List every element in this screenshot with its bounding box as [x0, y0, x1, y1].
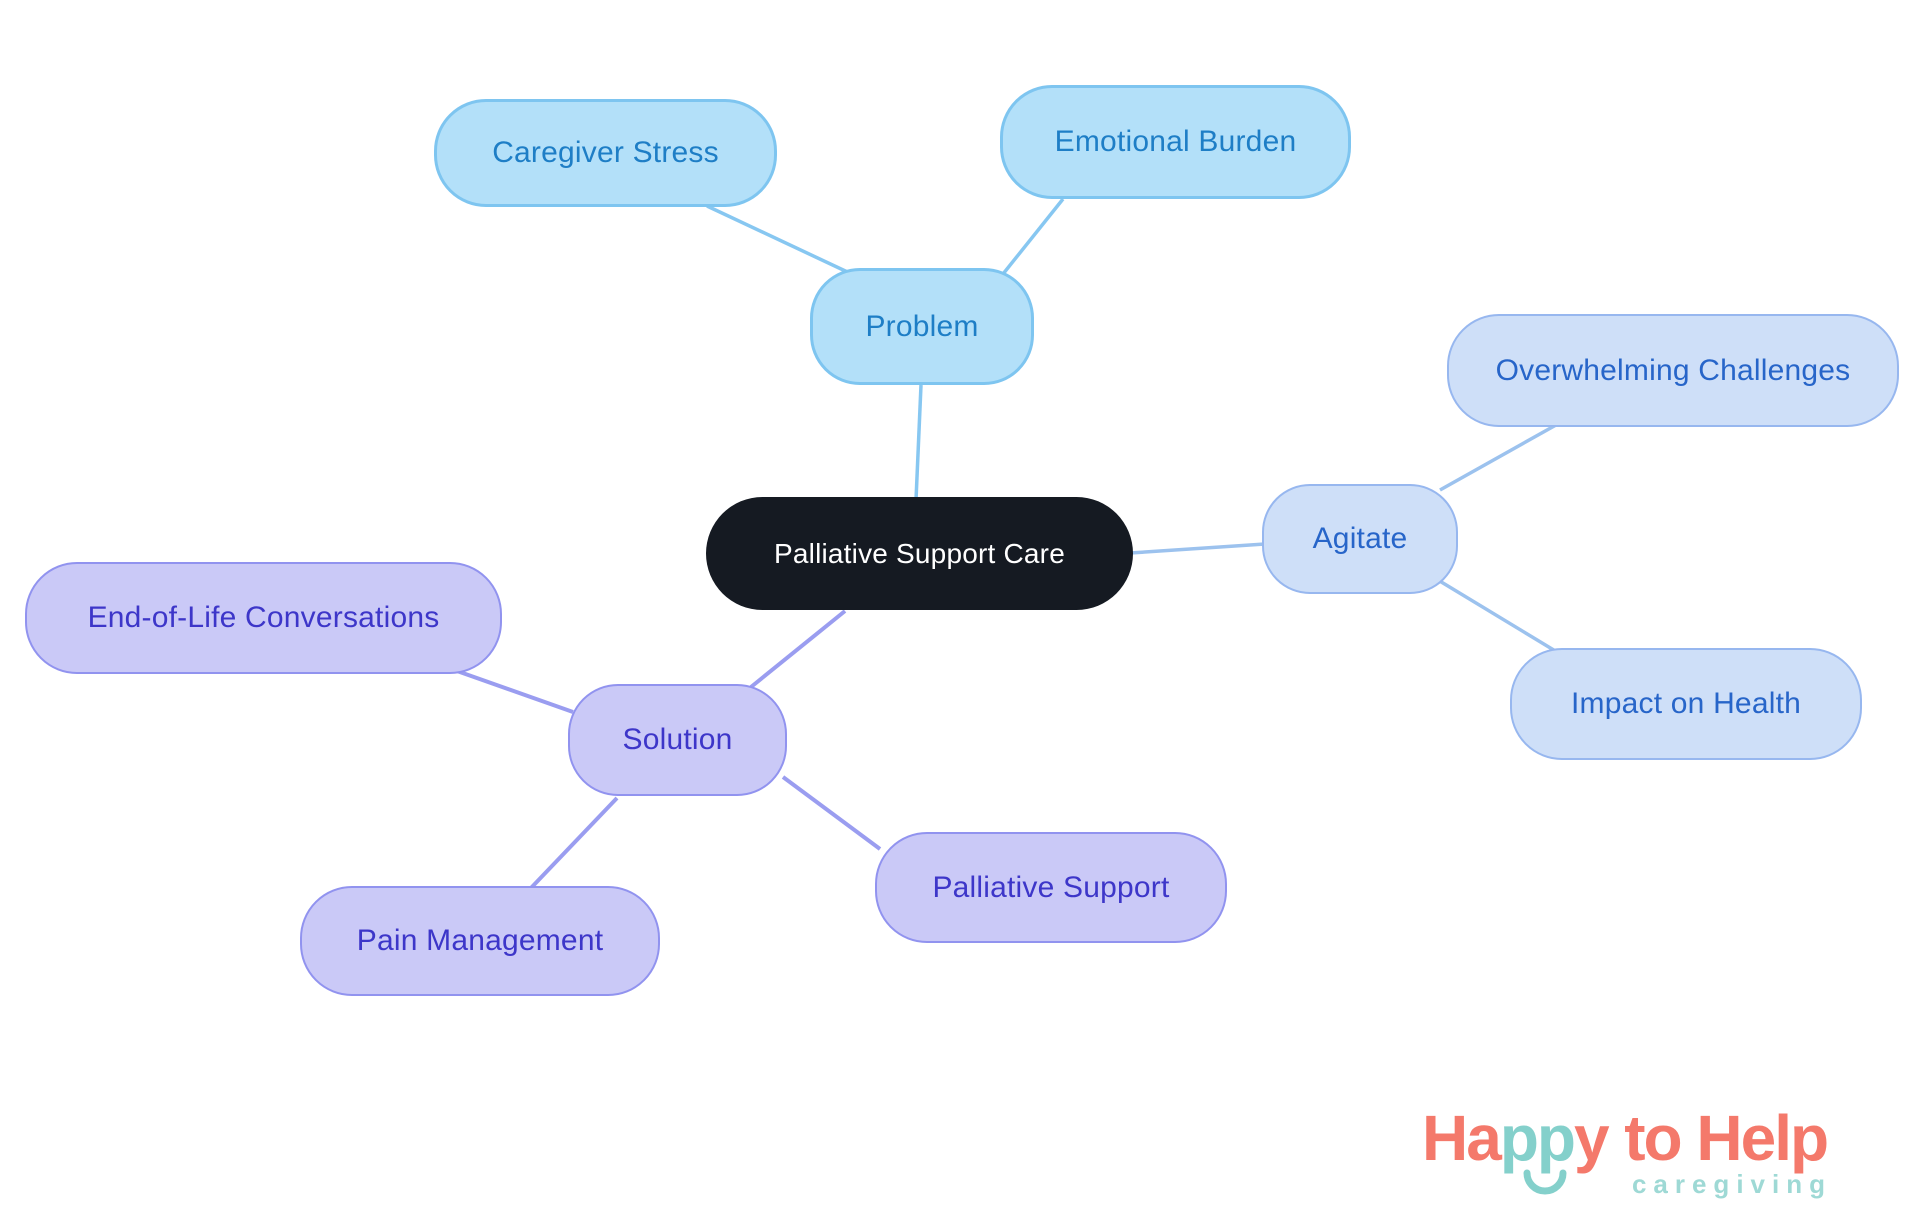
logo-text-y: y	[1574, 1102, 1610, 1174]
node-problem[interactable]: Problem	[810, 268, 1034, 385]
connector-caregiver-problem	[706, 204, 857, 278]
node-label: Impact on Health	[1571, 687, 1801, 720]
node-label: Pain Management	[356, 924, 604, 957]
node-label: Emotional Burden	[1054, 125, 1297, 158]
smile-icon	[1523, 1169, 1567, 1195]
node-impact-on-health[interactable]: Impact on Health	[1510, 648, 1862, 760]
connector-agitate-overwhelming	[1439, 423, 1557, 492]
node-label: Solution	[622, 723, 733, 756]
node-label: End-of-Life Conversations	[87, 601, 440, 634]
node-caregiver-stress[interactable]: Caregiver Stress	[434, 99, 777, 207]
node-emotional-burden[interactable]: Emotional Burden	[1000, 85, 1351, 199]
connector-agitate-impact	[1437, 578, 1558, 654]
connector-solution-pain	[528, 796, 619, 891]
node-label: Palliative Support Care	[774, 537, 1065, 569]
node-label: Agitate	[1312, 522, 1408, 555]
node-label: Overwhelming Challenges	[1495, 353, 1851, 387]
node-pain-management[interactable]: Pain Management	[300, 886, 660, 996]
node-overwhelming-challenges[interactable]: Overwhelming Challenges	[1447, 314, 1899, 427]
connector-center-solution	[749, 609, 847, 689]
connector-center-agitate	[1129, 542, 1266, 555]
logo-subtitle: caregiving	[1631, 1169, 1832, 1199]
node-label: Problem	[865, 309, 979, 343]
logo-text-to-help: to Help	[1624, 1102, 1829, 1174]
logo-text-pp: pp	[1499, 1102, 1576, 1174]
node-palliative-support[interactable]: Palliative Support	[875, 832, 1227, 943]
connector-solution-palliative	[781, 775, 882, 851]
node-label: Caregiver Stress	[492, 136, 719, 169]
node-palliative-support-care[interactable]: Palliative Support Care	[706, 497, 1133, 610]
connector-emotional-problem	[1001, 197, 1065, 276]
node-end-of-life-conversations[interactable]: End-of-Life Conversations	[25, 562, 502, 674]
connector-problem-center	[914, 384, 923, 501]
node-agitate[interactable]: Agitate	[1262, 484, 1458, 594]
connector-eol-solution	[456, 669, 574, 714]
node-solution[interactable]: Solution	[568, 684, 787, 796]
logo-text-ha: Ha	[1422, 1102, 1502, 1174]
node-label: Palliative Support	[932, 870, 1170, 904]
